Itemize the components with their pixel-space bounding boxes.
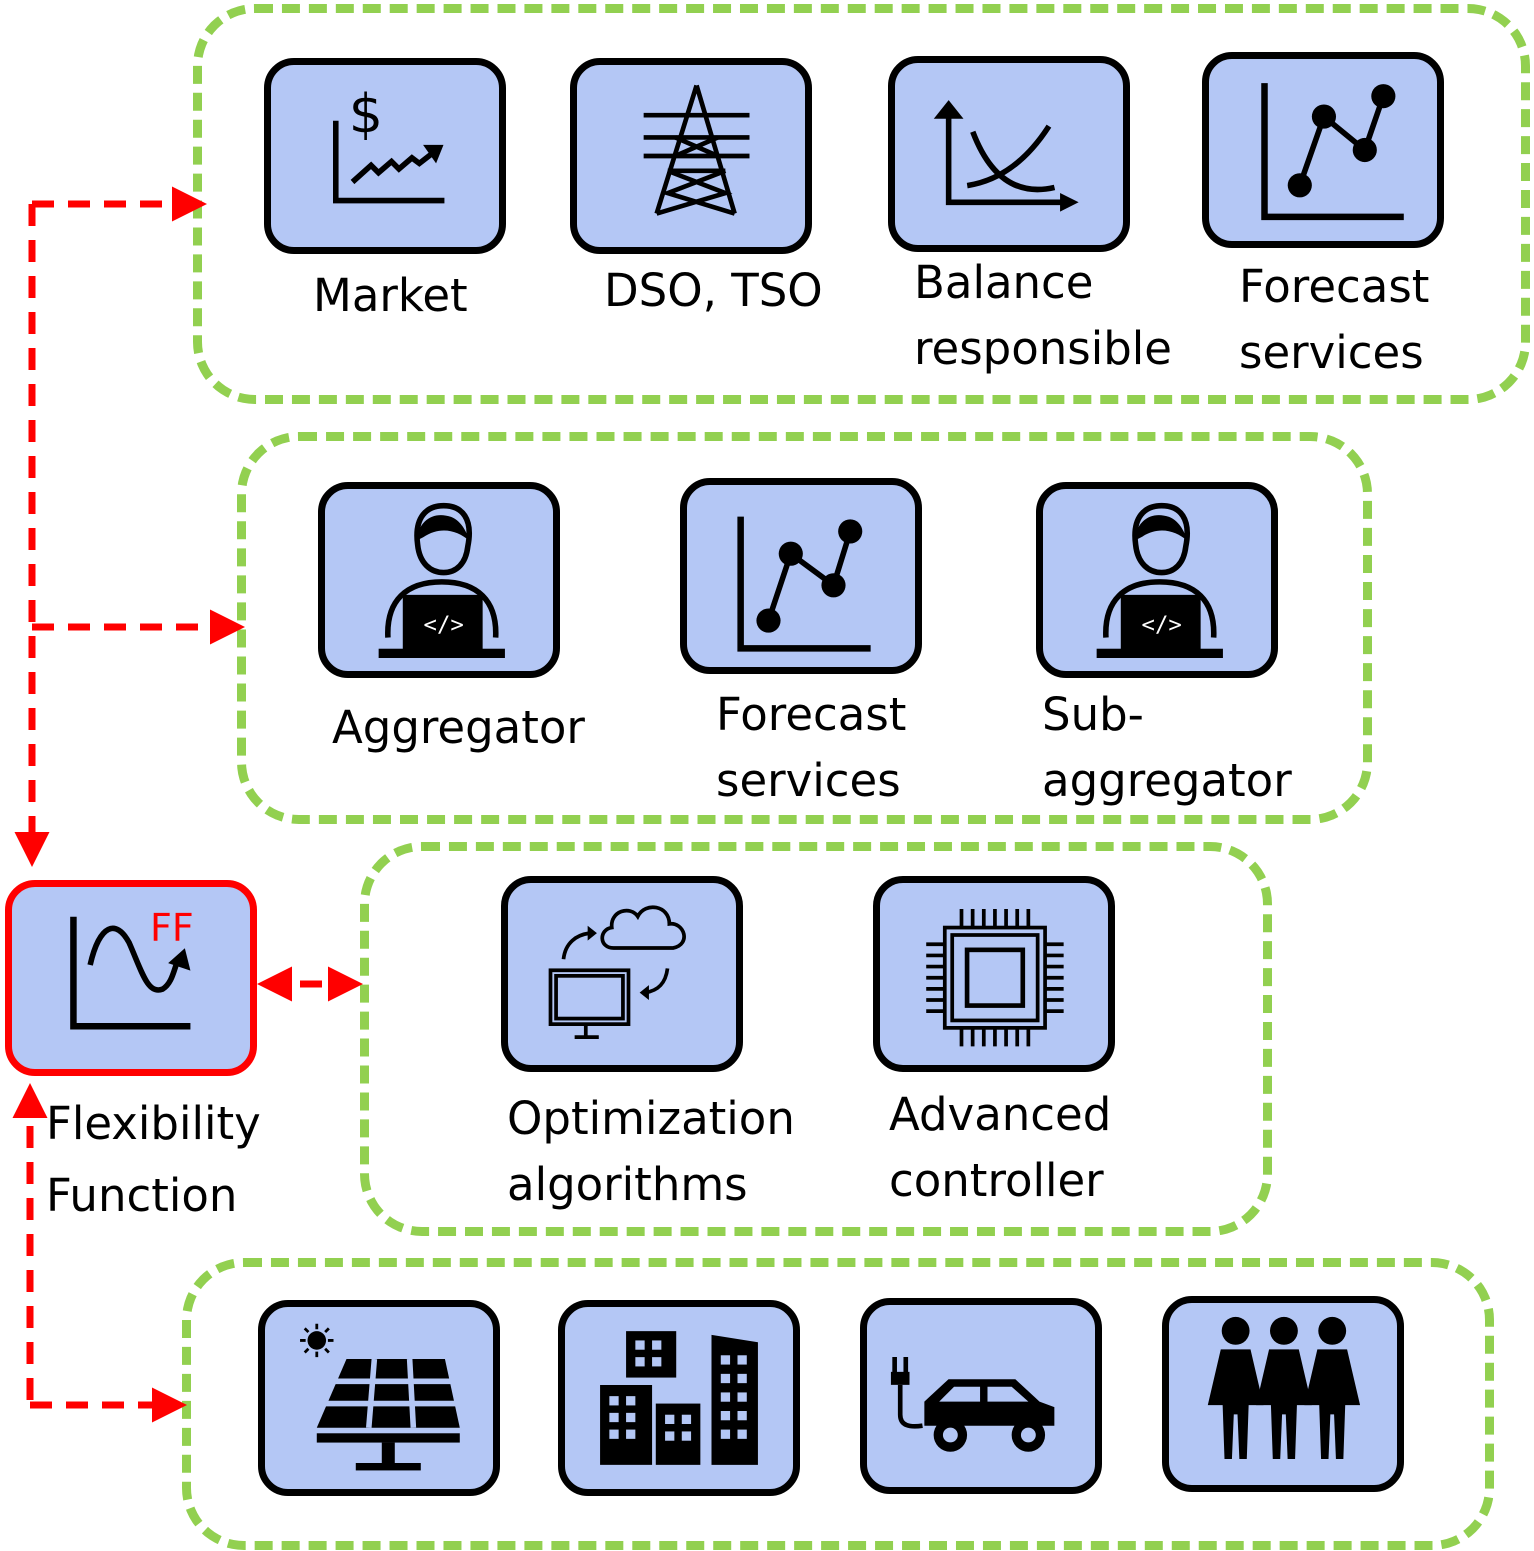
line-graph-icon <box>737 516 871 652</box>
svg-text:</>: </> <box>424 612 464 638</box>
ff-badge: FF <box>150 906 194 950</box>
label-balance-responsible: Balance responsible <box>914 256 1172 375</box>
line-graph-icon <box>1261 83 1404 221</box>
electric-car-icon <box>890 1357 1055 1452</box>
tile-balance-responsible <box>888 56 1130 252</box>
microchip-icon <box>926 909 1064 1047</box>
label-sub-aggregator: Sub- aggregator <box>1042 688 1292 807</box>
tile-flexibility-function <box>5 880 257 1076</box>
tile-solar <box>258 1300 500 1496</box>
tile-sub-aggregator: </> <box>1036 482 1278 678</box>
label-forecast-services-middle: Forecast services <box>716 688 907 807</box>
developer-person-icon: </> <box>378 502 505 658</box>
label-market: Market <box>313 269 468 322</box>
buildings-icon <box>600 1331 758 1465</box>
label-aggregator: Aggregator <box>332 701 585 754</box>
people-icon <box>1207 1316 1361 1459</box>
label-dso-tso: DSO, TSO <box>604 264 823 317</box>
svg-text:</>: </> <box>1142 612 1182 638</box>
label-forecast-services-top: Forecast services <box>1239 260 1430 379</box>
label-advanced-controller: Advanced controller <box>889 1088 1112 1207</box>
flexibility-curve-icon <box>70 916 191 1030</box>
tile-aggregator: </> <box>318 482 560 678</box>
tile-market: $ <box>264 58 506 254</box>
solar-panel-icon <box>300 1323 460 1471</box>
market-chart-icon: $ <box>333 82 445 204</box>
tile-dso-tso <box>570 58 812 254</box>
tile-forecast-services-middle <box>680 478 922 674</box>
label-optimization-algorithms: Optimization algorithms <box>507 1092 795 1211</box>
label-flexibility-function: Flexibility Function <box>46 1097 261 1222</box>
cloud-computer-sync-icon <box>548 905 686 1039</box>
tile-people <box>1162 1296 1404 1492</box>
tile-advanced-controller <box>873 876 1115 1072</box>
tile-forecast-services-top <box>1202 52 1444 248</box>
transmission-tower-icon <box>643 84 750 216</box>
group-control <box>360 842 1272 1236</box>
tile-buildings <box>558 1300 800 1496</box>
tile-electric-car <box>860 1298 1102 1494</box>
balance-curves-icon <box>933 100 1079 212</box>
developer-person-icon: </> <box>1096 502 1223 658</box>
svg-text:$: $ <box>349 82 383 145</box>
tile-optimization-algorithms <box>501 876 743 1072</box>
